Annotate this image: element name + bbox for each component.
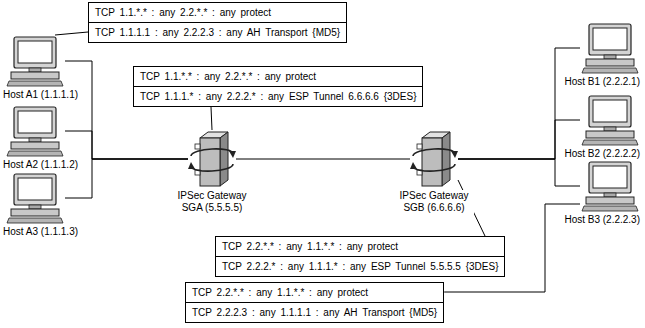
connector [211,107,212,130]
host-computer: Host B1 (2.2.2.1) [580,22,640,74]
connector [65,159,188,198]
gateway-label-box: IPSec Gateway SGB (6.6.6.6) [394,190,474,214]
gateway-label-box: IPSec Gateway SGA (5.5.5.5) [172,190,252,214]
policy-rule: TCP 1.1.1.* : any 2.2.2.* : any ESP Tunn… [134,86,422,106]
host-computer: Host A3 (1.1.1.3) [5,172,65,224]
computer-icon [5,35,65,91]
host-label: Host B2 (2.2.2.2) [564,148,640,160]
policy-rule: TCP 1.1.*.* : any 2.2.*.* : any protect [134,67,422,86]
policy-rule: TCP 2.2.*.* : any 1.1.*.* : any protect [186,283,443,302]
policy-table: TCP 1.1.*.* : any 2.2.*.* : any protectT… [88,2,347,43]
host-label: Host B3 (2.2.2.3) [564,214,640,226]
policy-table: TCP 2.2.*.* : any 1.1.*.* : any protectT… [215,236,505,277]
policy-rule: TCP 2.2.2.3 : any 1.1.1.1 : any AH Trans… [186,302,443,322]
host-computer: Host A2 (1.1.1.2) [5,105,65,157]
computer-icon [580,22,640,78]
gateway-label: IPSec Gateway SGB (6.6.6.6) [400,190,469,213]
connector [236,159,410,160]
gateway-icon [410,130,458,192]
ipsec-gateway: IPSec Gateway SGA (5.5.5.5) [188,130,236,188]
connector [55,32,88,35]
connector [458,120,580,159]
host-label: Host A3 (1.1.1.3) [3,226,78,238]
computer-icon [580,160,640,216]
host-computer: Host B3 (2.2.2.3) [580,160,640,212]
host-label: Host B1 (2.2.2.1) [564,76,640,88]
policy-rule: TCP 2.2.*.* : any 1.1.*.* : any protect [216,237,504,256]
connector [458,48,580,159]
computer-icon [580,94,640,150]
gateway-label: IPSec Gateway SGA (5.5.5.5) [178,190,247,213]
policy-table: TCP 2.2.*.* : any 1.1.*.* : any protectT… [185,282,444,323]
policy-rule: TCP 1.1.1.1 : any 2.2.2.3 : any AH Trans… [89,22,346,42]
host-label: Host A1 (1.1.1.1) [3,89,78,101]
host-label: Host A2 (1.1.1.2) [3,159,78,171]
ipsec-gateway: IPSec Gateway SGB (6.6.6.6) [410,130,458,188]
host-computer: Host A1 (1.1.1.1) [5,35,65,87]
computer-icon [5,172,65,228]
connector [65,131,188,159]
policy-rule: TCP 1.1.*.* : any 2.2.*.* : any protect [89,3,346,22]
host-computer: Host B2 (2.2.2.2) [580,94,640,146]
connector [458,159,580,186]
computer-icon [5,105,65,161]
gateway-icon [188,130,236,192]
policy-rule: TCP 2.2.2.* : any 1.1.1.* : any ESP Tunn… [216,256,504,276]
policy-table: TCP 1.1.*.* : any 2.2.*.* : any protectT… [133,66,423,107]
